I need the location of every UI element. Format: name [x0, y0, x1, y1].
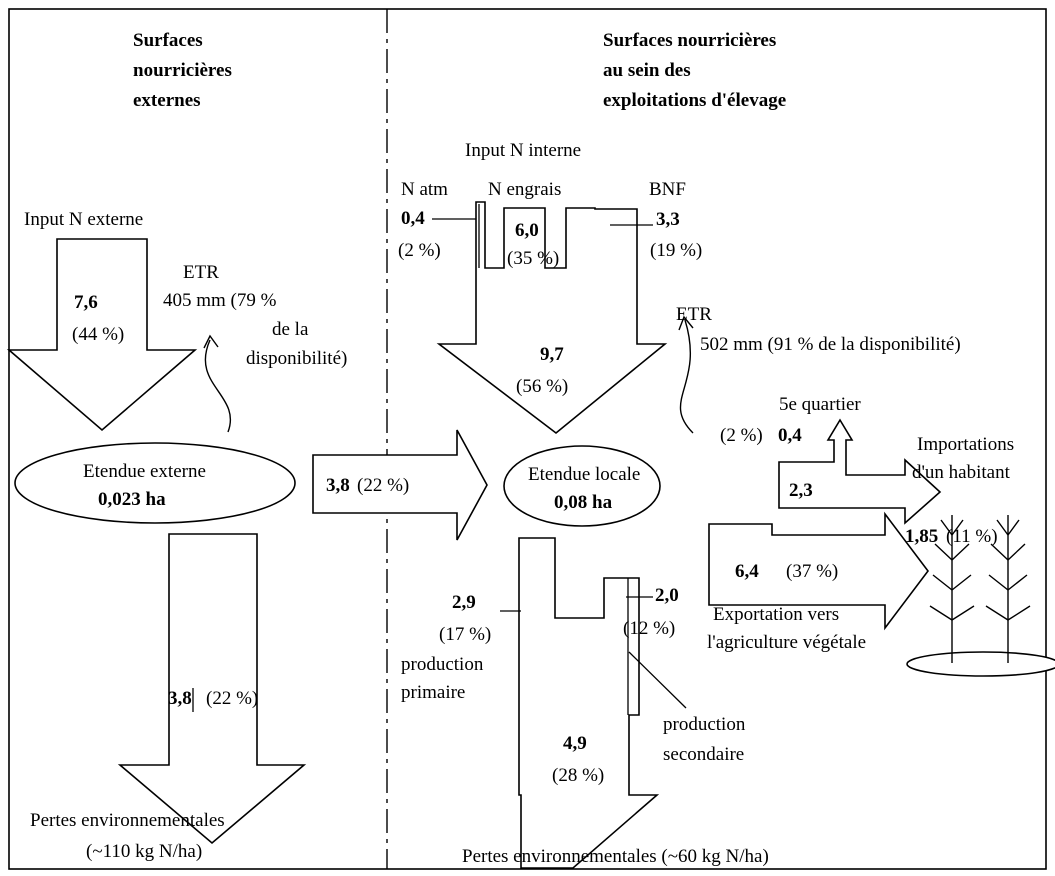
external-etr-line-1: ETR — [183, 262, 219, 283]
n-atm-value: 0,4 — [401, 208, 425, 229]
outer-frame — [8, 8, 1047, 870]
right-header-line-2: au sein des — [603, 60, 691, 81]
transfer-value: 3,8 — [326, 475, 350, 496]
transfer-arrow — [312, 429, 488, 541]
bnf-pct: (19 %) — [650, 240, 702, 261]
imports-line-1: Importations — [917, 434, 1014, 455]
internal-etr-curve — [679, 319, 694, 434]
imports-value: 1,85 — [905, 526, 938, 547]
external-etr-line-2: 405 mm (79 % — [163, 290, 277, 311]
export-line-2: l'agriculture végétale — [707, 632, 866, 653]
export-line-1: Exportation vers — [713, 604, 839, 625]
external-area-ellipse — [14, 442, 296, 524]
n-engrais-pct: (35 %) — [507, 248, 559, 269]
internal-loss-pct: (28 %) — [552, 765, 604, 786]
external-loss-arrow — [117, 533, 307, 845]
internal-etr-line-1: ETR — [676, 304, 712, 325]
export-value: 6,4 — [735, 561, 759, 582]
external-loss-label: Pertes environnementales — [30, 810, 225, 831]
n-atm-label: N atm — [401, 179, 448, 200]
external-etr-curve — [204, 339, 231, 433]
local-area-value: 0,08 ha — [554, 492, 613, 513]
left-header-line-3: externes — [133, 90, 201, 111]
external-etr-line-3: de la — [272, 319, 309, 340]
imports-line-2: d'un habitant — [912, 462, 1011, 483]
secondary-line-1: production — [663, 714, 746, 735]
external-etr-arrowhead — [203, 334, 219, 349]
right-header-line-3: exploitations d'élevage — [603, 90, 786, 111]
local-area-name: Etendue locale — [528, 464, 640, 485]
external-input-label: Input N externe — [24, 209, 143, 230]
internal-input-total-value: 9,7 — [540, 344, 564, 365]
primary-line-2: primaire — [401, 682, 465, 703]
n-engrais-value: 6,0 — [515, 220, 539, 241]
primary-value: 2,9 — [452, 592, 476, 613]
primary-line-1: production — [401, 654, 484, 675]
internal-loss-arrow — [518, 537, 660, 869]
quartier-pct: (2 %) — [720, 425, 763, 446]
external-etr-line-4: disponibilité) — [246, 348, 347, 369]
internal-loss-label: Pertes environnementales (~60 kg N/ha) — [462, 846, 769, 867]
quartier-value: 0,4 — [778, 425, 802, 446]
secondary-pct: (12 %) — [623, 618, 675, 639]
internal-input-total-pct: (56 %) — [516, 376, 568, 397]
secondary-line-2: secondaire — [663, 744, 744, 765]
n-engrais-label: N engrais — [488, 179, 561, 200]
imports-pct: (11 %) — [946, 526, 998, 547]
meat-value: 2,3 — [789, 480, 813, 501]
bnf-label: BNF — [649, 179, 686, 200]
internal-input-title: Input N interne — [465, 140, 581, 161]
external-input-arrow — [6, 238, 198, 432]
external-input-pct: (44 %) — [72, 324, 124, 345]
external-loss-value: 3,8 — [168, 688, 192, 709]
external-area-name: Etendue externe — [83, 461, 206, 482]
transfer-pct: (22 %) — [357, 475, 409, 496]
primary-pct: (17 %) — [439, 624, 491, 645]
external-area-value: 0,023 ha — [98, 489, 166, 510]
internal-etr-arrowhead — [678, 315, 694, 331]
meat-flow-arrow — [778, 418, 942, 525]
export-arrow — [708, 511, 930, 631]
external-loss-rate: (~110 kg N/ha) — [86, 841, 202, 862]
internal-etr-line-2: 502 mm (91 % de la disponibilité) — [700, 334, 961, 355]
right-header-line-1: Surfaces nourricières — [603, 30, 776, 51]
export-pct: (37 %) — [786, 561, 838, 582]
local-area-ellipse — [503, 445, 661, 527]
crop-plants-icon — [906, 515, 1055, 677]
quartier-label: 5e quartier — [779, 394, 861, 415]
external-loss-pct: (22 %) — [206, 688, 258, 709]
external-input-value: 7,6 — [74, 292, 98, 313]
secondary-value: 2,0 — [655, 585, 679, 606]
bnf-value: 3,3 — [656, 209, 680, 230]
left-header-line-2: nourricières — [133, 60, 232, 81]
internal-input-arrow — [436, 201, 668, 435]
n-atm-pct: (2 %) — [398, 240, 441, 261]
internal-loss-value: 4,9 — [563, 733, 587, 754]
secondary-pointer — [628, 651, 687, 709]
left-header-line-1: Surfaces — [133, 30, 203, 51]
